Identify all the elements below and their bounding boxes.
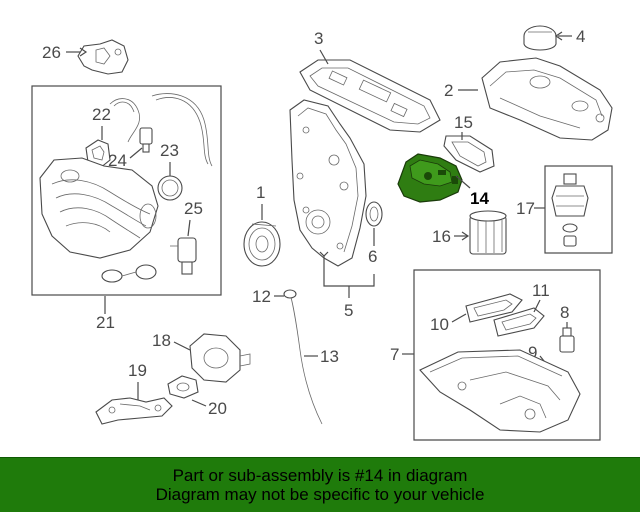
fitting-part [101,264,157,283]
callout-20: 20 [208,399,227,418]
callout-8: 8 [560,303,569,322]
callout-4: 4 [576,27,585,46]
timing-cover-part [289,99,367,267]
callout-22: 22 [92,105,111,124]
oil-pan-part [419,349,581,433]
callout-6: 6 [368,247,377,266]
drain-plug-part [559,327,575,353]
callout-21: 21 [96,313,115,332]
callout-26: 26 [42,43,61,62]
oil-pan-group-box [413,269,601,441]
callout-3: 3 [314,29,323,48]
front-seal-part [365,201,383,227]
intake-manifold-part [39,157,159,259]
vacuum-pump-part [189,333,251,383]
callout-18: 18 [152,331,171,350]
bracket-part [95,397,173,425]
intake-manifold-group-box [31,85,222,296]
callout-10: 10 [430,315,449,334]
dipstick-part [283,289,323,425]
sensor-part [139,127,153,153]
engine-mount-part [77,39,129,75]
vacuum-pump-gasket-part [167,375,199,399]
oil-filter-housing-box [544,165,613,254]
oil-pan-gasket-part [493,307,545,337]
callout-9: 9 [528,343,537,362]
callout-19: 19 [128,361,147,380]
callout-2: 2 [444,81,453,100]
part-info-banner: Part or sub-assembly is #14 in diagram D… [0,457,640,512]
purge-valve-part [170,237,197,275]
callout-23: 23 [160,141,179,160]
callout-17: 17 [516,199,535,218]
oil-filter-part [469,210,507,255]
crankshaft-pulley-part [243,221,281,267]
callout-11: 11 [532,281,550,300]
callout-25: 25 [184,199,203,218]
valve-cover-gasket-part [299,59,441,133]
oil-pump-part-14 [397,153,463,203]
callout-13: 13 [320,347,339,366]
callout-7: 7 [390,345,399,364]
callout-24: 24 [108,151,127,170]
valve-cover-part [481,57,613,141]
callout-16: 16 [432,227,451,246]
oil-filler-cap-part [523,25,557,51]
gasket-part [443,135,495,173]
callout-1: 1 [256,183,265,202]
banner-line-disclaimer: Diagram may not be specific to your vehi… [155,485,485,504]
parts-diagram: 26 21 22 24 23 25 [31,25,613,441]
baffle-part [465,293,523,323]
callout-14: 14 [470,189,489,208]
banner-line-part-number: Part or sub-assembly is #14 in diagram [172,466,468,485]
callout-5: 5 [344,301,353,320]
o-ring-part [157,175,183,201]
callout-12: 12 [252,287,271,306]
oil-filter-housing-part [551,173,589,247]
callout-15: 15 [454,113,473,132]
